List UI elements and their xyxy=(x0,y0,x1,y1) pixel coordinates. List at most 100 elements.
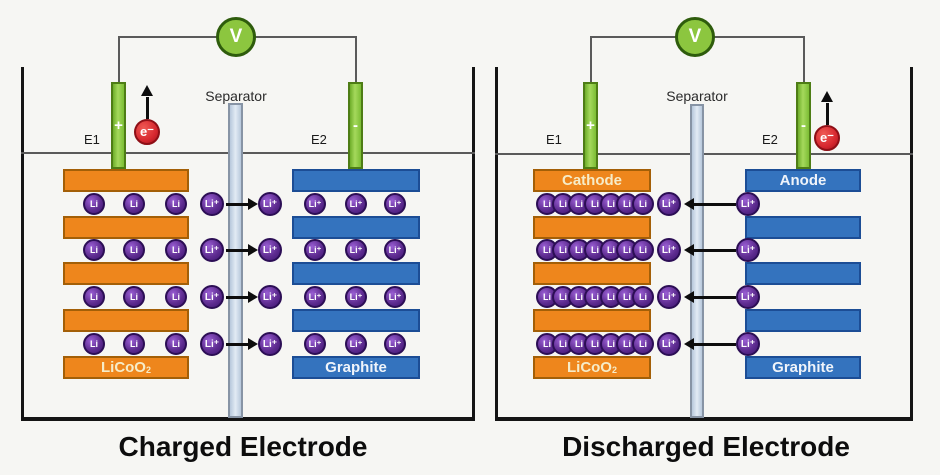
ion-flow-arrow-line xyxy=(694,202,736,206)
ion-flow-arrow-line xyxy=(694,248,736,252)
ion-flow-arrow-line xyxy=(694,342,736,346)
ion-flow-arrow-line xyxy=(226,295,249,299)
ion-flow-arrow-line xyxy=(226,342,249,346)
lithium-ion: Li⁺ xyxy=(304,193,326,215)
ion-flow-arrow-head-icon xyxy=(248,244,258,256)
anode-label-text: Graphite xyxy=(325,359,387,376)
panel-caption: Discharged Electrode xyxy=(562,431,850,462)
panel-caption: Charged Electrode xyxy=(118,431,368,462)
separator-ion-left: Li⁺ xyxy=(657,332,681,356)
ion-flow-arrow-line xyxy=(226,248,249,252)
separator-label: Separator xyxy=(205,88,267,104)
anode-material-label: Graphite xyxy=(325,360,387,375)
separator-ion-right: Li⁺ xyxy=(258,192,282,216)
lithium-ion: Li xyxy=(123,333,145,355)
separator-ion-left: Li⁺ xyxy=(200,238,224,262)
cathode-layer-bar: Cathode xyxy=(533,169,651,192)
separator-ion-left: Li⁺ xyxy=(657,238,681,262)
separator-ion-right: Li⁺ xyxy=(258,238,282,262)
separator xyxy=(690,104,704,418)
electrode-e2-sign: - xyxy=(353,117,358,134)
anode-layer-bar xyxy=(745,216,861,239)
lithium-ion: Li⁺ xyxy=(345,239,367,261)
cathode-layer-bar xyxy=(533,216,651,239)
ion-flow-arrow-head-icon xyxy=(684,291,694,303)
ion-flow-arrow-head-icon xyxy=(684,244,694,256)
cathode-layer-bar xyxy=(63,216,189,239)
electrode-e1-label: E1 xyxy=(546,132,562,147)
anode-layer-bar xyxy=(292,262,420,285)
lithium-ion: Li xyxy=(123,239,145,261)
cathode-label-subscript: 2 xyxy=(145,365,151,375)
electron-icon: e⁻ xyxy=(814,125,840,151)
lithium-ion: Li⁺ xyxy=(384,333,406,355)
lithium-ion: Li xyxy=(165,239,187,261)
electron-arrow-line xyxy=(825,103,829,125)
electrode-e1-sign: + xyxy=(114,117,123,134)
anode-layer-bar: Graphite xyxy=(745,356,861,379)
cathode-label-subscript: 2 xyxy=(611,365,617,375)
cathode-layer-bar xyxy=(533,309,651,332)
cathode-layer-bar xyxy=(63,309,189,332)
lithium-ion: Li xyxy=(83,193,105,215)
lithium-ion: Li xyxy=(165,286,187,308)
electrolyte-tank xyxy=(21,67,475,421)
electron-arrow-line xyxy=(145,97,149,119)
voltmeter: V xyxy=(216,17,256,57)
ion-flow-arrow-line xyxy=(226,202,249,206)
circuit-wire-left xyxy=(117,36,120,82)
circuit-wire-left xyxy=(589,36,592,82)
cathode-layer-bar xyxy=(63,169,189,192)
ion-flow-arrow-head-icon xyxy=(684,338,694,350)
cathode-label-text: LiCoO xyxy=(566,359,612,376)
anode-layer-bar: Graphite xyxy=(292,356,420,379)
ion-flow-arrow-head-icon xyxy=(248,198,258,210)
lithium-ion: Li⁺ xyxy=(345,193,367,215)
lithium-ion: Li⁺ xyxy=(304,286,326,308)
anode-layer-bar xyxy=(292,216,420,239)
lithium-ion: Li xyxy=(123,193,145,215)
separator-ion-left: Li⁺ xyxy=(657,285,681,309)
circuit-wire-right xyxy=(802,36,805,82)
separator-ion-right: Li⁺ xyxy=(258,332,282,356)
anode-role-label: Anode xyxy=(780,173,827,188)
ion-flow-arrow-head-icon xyxy=(684,198,694,210)
lithium-ion: Li⁺ xyxy=(384,286,406,308)
circuit-wire-right xyxy=(354,36,357,82)
lithium-ion: Li xyxy=(83,239,105,261)
anode-layer-bar xyxy=(292,309,420,332)
anode-layer-bar xyxy=(292,169,420,192)
lithium-ion: Li xyxy=(632,286,654,308)
lithium-ion: Li xyxy=(632,193,654,215)
electron-arrow-head-up-icon xyxy=(141,85,153,96)
separator-ion-right: Li⁺ xyxy=(736,192,760,216)
cathode-role-label: Cathode xyxy=(562,173,622,188)
lithium-ion: Li⁺ xyxy=(345,286,367,308)
lithium-ion: Li xyxy=(632,239,654,261)
electrode-e1-label: E1 xyxy=(84,132,100,147)
separator xyxy=(228,103,243,418)
voltmeter: V xyxy=(675,17,715,57)
anode-material-label: Graphite xyxy=(772,360,834,375)
electrolyte-level-line xyxy=(495,153,913,155)
electron-arrow-head-up-icon xyxy=(821,91,833,102)
anode-label-text: Graphite xyxy=(772,359,834,376)
electrode-e2: - xyxy=(796,82,811,169)
lithium-ion: Li xyxy=(165,193,187,215)
anode-layer-bar xyxy=(745,262,861,285)
cathode-label-text: LiCoO xyxy=(100,359,146,376)
separator-ion-left: Li⁺ xyxy=(657,192,681,216)
cathode-layer-bar xyxy=(63,262,189,285)
lithium-ion: Li xyxy=(632,333,654,355)
electrolyte-level-line xyxy=(21,152,475,154)
electrode-e2: - xyxy=(348,82,363,169)
anode-label-text: Anode xyxy=(779,172,827,189)
electrode-e2-label: E2 xyxy=(311,132,327,147)
lithium-ion: Li⁺ xyxy=(345,333,367,355)
electrode-e1: + xyxy=(111,82,126,169)
lithium-ion: Li xyxy=(165,333,187,355)
ion-flow-arrow-head-icon xyxy=(248,338,258,350)
electrode-e2-sign: - xyxy=(801,117,806,134)
lithium-ion: Li⁺ xyxy=(384,239,406,261)
